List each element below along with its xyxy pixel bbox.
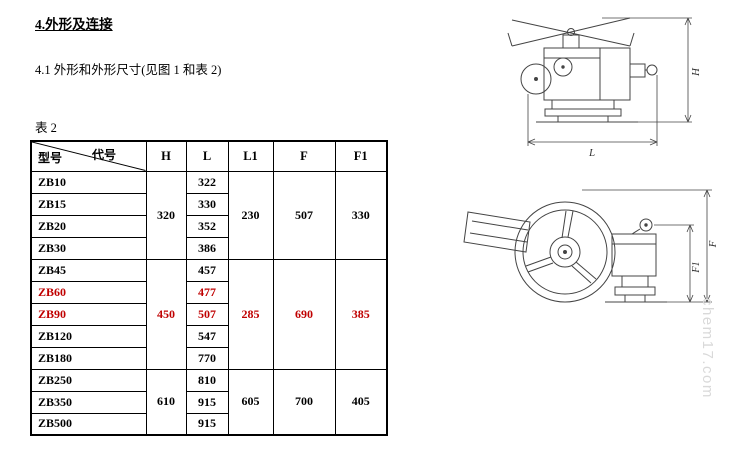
column-header-l1: L1: [227, 140, 274, 172]
table-row: ZB120 547: [30, 324, 387, 348]
l-cell: 457: [185, 258, 229, 282]
model-cell: ZB45: [30, 258, 147, 282]
h-cell: 610: [145, 368, 187, 436]
table-row: ZB60 477: [30, 280, 387, 304]
model-cell: ZB20: [30, 214, 147, 238]
model-cell: ZB350: [30, 390, 147, 414]
model-cell: ZB90: [30, 302, 147, 326]
l-cell: 322: [185, 170, 229, 194]
dim-label-f1: F1: [691, 261, 702, 273]
l-cell: 915: [185, 412, 229, 436]
table-row: ZB30 386: [30, 236, 387, 260]
f-cell: 507: [272, 170, 336, 260]
dimension-lines: [527, 17, 692, 146]
l-cell: 386: [185, 236, 229, 260]
f1-cell: 330: [334, 170, 388, 260]
column-header-f: F: [272, 140, 336, 172]
h-cell: 450: [145, 258, 187, 370]
table-row: ZB180 770: [30, 346, 387, 370]
dimension-lines: [582, 189, 712, 303]
l-cell: 352: [185, 214, 229, 238]
f1-cell: 405: [334, 368, 388, 436]
diagonal-label-code: 代号: [92, 148, 117, 162]
table-row: ZB500 915: [30, 412, 387, 436]
l-cell: 915: [185, 390, 229, 414]
model-cell: ZB15: [30, 192, 147, 216]
l1-cell: 605: [227, 368, 274, 436]
l-cell: 477: [185, 280, 229, 304]
table-caption: 表 2: [35, 121, 57, 135]
l1-cell: 230: [227, 170, 274, 260]
actuator-side-view-figure: H L: [507, 17, 702, 158]
l-cell: 547: [185, 324, 229, 348]
dim-label-h: H: [690, 67, 702, 77]
column-header-h: H: [145, 140, 187, 172]
model-cell: ZB180: [30, 346, 147, 370]
column-header-f1: F1: [334, 140, 388, 172]
dim-label-f: F: [707, 240, 719, 248]
table-header-row: 代号 型号 H L L1 F F1: [30, 140, 388, 172]
model-cell: ZB30: [30, 236, 147, 260]
diagonal-line: [32, 142, 146, 171]
model-cell: ZB10: [30, 170, 147, 194]
section-title: 4.外形及连接: [35, 17, 113, 32]
l-cell: 770: [185, 346, 229, 370]
model-cell: ZB120: [30, 324, 147, 348]
l-cell: 507: [185, 302, 229, 326]
h-cell: 320: [145, 170, 187, 260]
f-cell: 700: [272, 368, 336, 436]
model-cell: ZB500: [30, 412, 147, 436]
f1-cell: 385: [334, 258, 388, 370]
model-cell: ZB60: [30, 280, 147, 304]
column-header-l: L: [185, 140, 229, 172]
table-row: ZB15 330: [30, 192, 387, 216]
l-cell: 810: [185, 368, 229, 392]
f-cell: 690: [272, 258, 336, 370]
l1-cell: 285: [227, 258, 274, 370]
l-cell: 330: [185, 192, 229, 216]
model-cell: ZB250: [30, 368, 147, 392]
dim-label-l: L: [588, 147, 595, 158]
table-row: ZB90 507: [30, 302, 387, 326]
table-row: ZB350 915: [30, 390, 387, 414]
watermark: chem17.com: [699, 298, 716, 399]
diagonal-header-cell: 代号 型号: [30, 140, 147, 172]
section-subtitle: 4.1 外形和外形尺寸(见图 1 和表 2): [35, 63, 222, 77]
actuator-front-view-figure: F F1: [463, 189, 719, 303]
diagonal-label-model: 型号: [38, 150, 63, 165]
